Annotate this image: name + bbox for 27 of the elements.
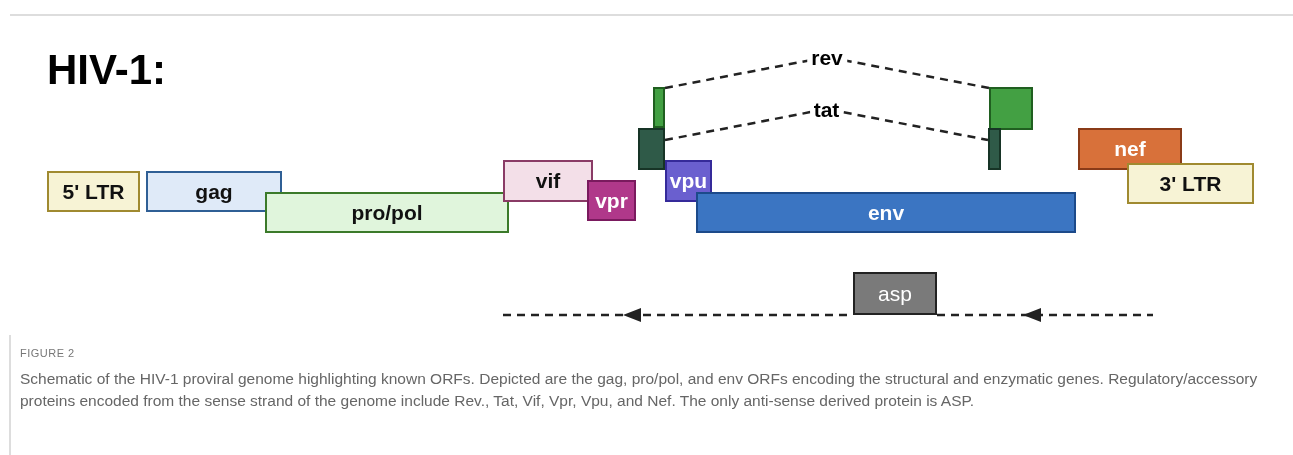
gene-box	[665, 160, 712, 202]
gene-name: nef	[1114, 137, 1146, 161]
gene-box	[146, 171, 282, 212]
gene-name: 5' LTR	[62, 179, 125, 204]
figure-caption: Schematic of the HIV-1 proviral genome highlighting known ORFs. Depicted are the gag, pro/pol, and env ORFs encoding the structural and enzymatic genes. Regulatory/accessory proteins encoded from the sense strand of the genome include Rev., Tat, Vif, Vpr, Vpu, and Nef. The only anti-sense derived protein is ASP.	[20, 369, 1259, 411]
gene-box	[696, 192, 1076, 233]
diagram-title: HIV-1:	[47, 46, 167, 94]
figure-label: FIGURE 2	[20, 347, 75, 359]
exon-box	[653, 87, 665, 128]
gene-name: env	[867, 200, 905, 225]
gene-name: vif	[535, 169, 561, 193]
gene-name: 3' LTR	[1159, 171, 1222, 196]
gene-name: vpu	[669, 169, 708, 193]
gene-name: pro/pol	[351, 200, 423, 225]
ltr-gene-box	[47, 171, 140, 212]
gene-name: vpr	[595, 188, 628, 213]
gene-box	[587, 180, 636, 221]
gene-box	[503, 160, 593, 202]
exon-box	[989, 87, 1033, 130]
ltr-gene-box	[1127, 163, 1254, 204]
gene-name: asp	[878, 281, 912, 306]
protein-box	[853, 272, 937, 315]
gene-box	[265, 192, 509, 233]
gene-box	[1078, 128, 1182, 170]
gene-name: gag	[195, 179, 233, 204]
exon-box	[638, 128, 665, 170]
exon-box	[988, 128, 1001, 170]
